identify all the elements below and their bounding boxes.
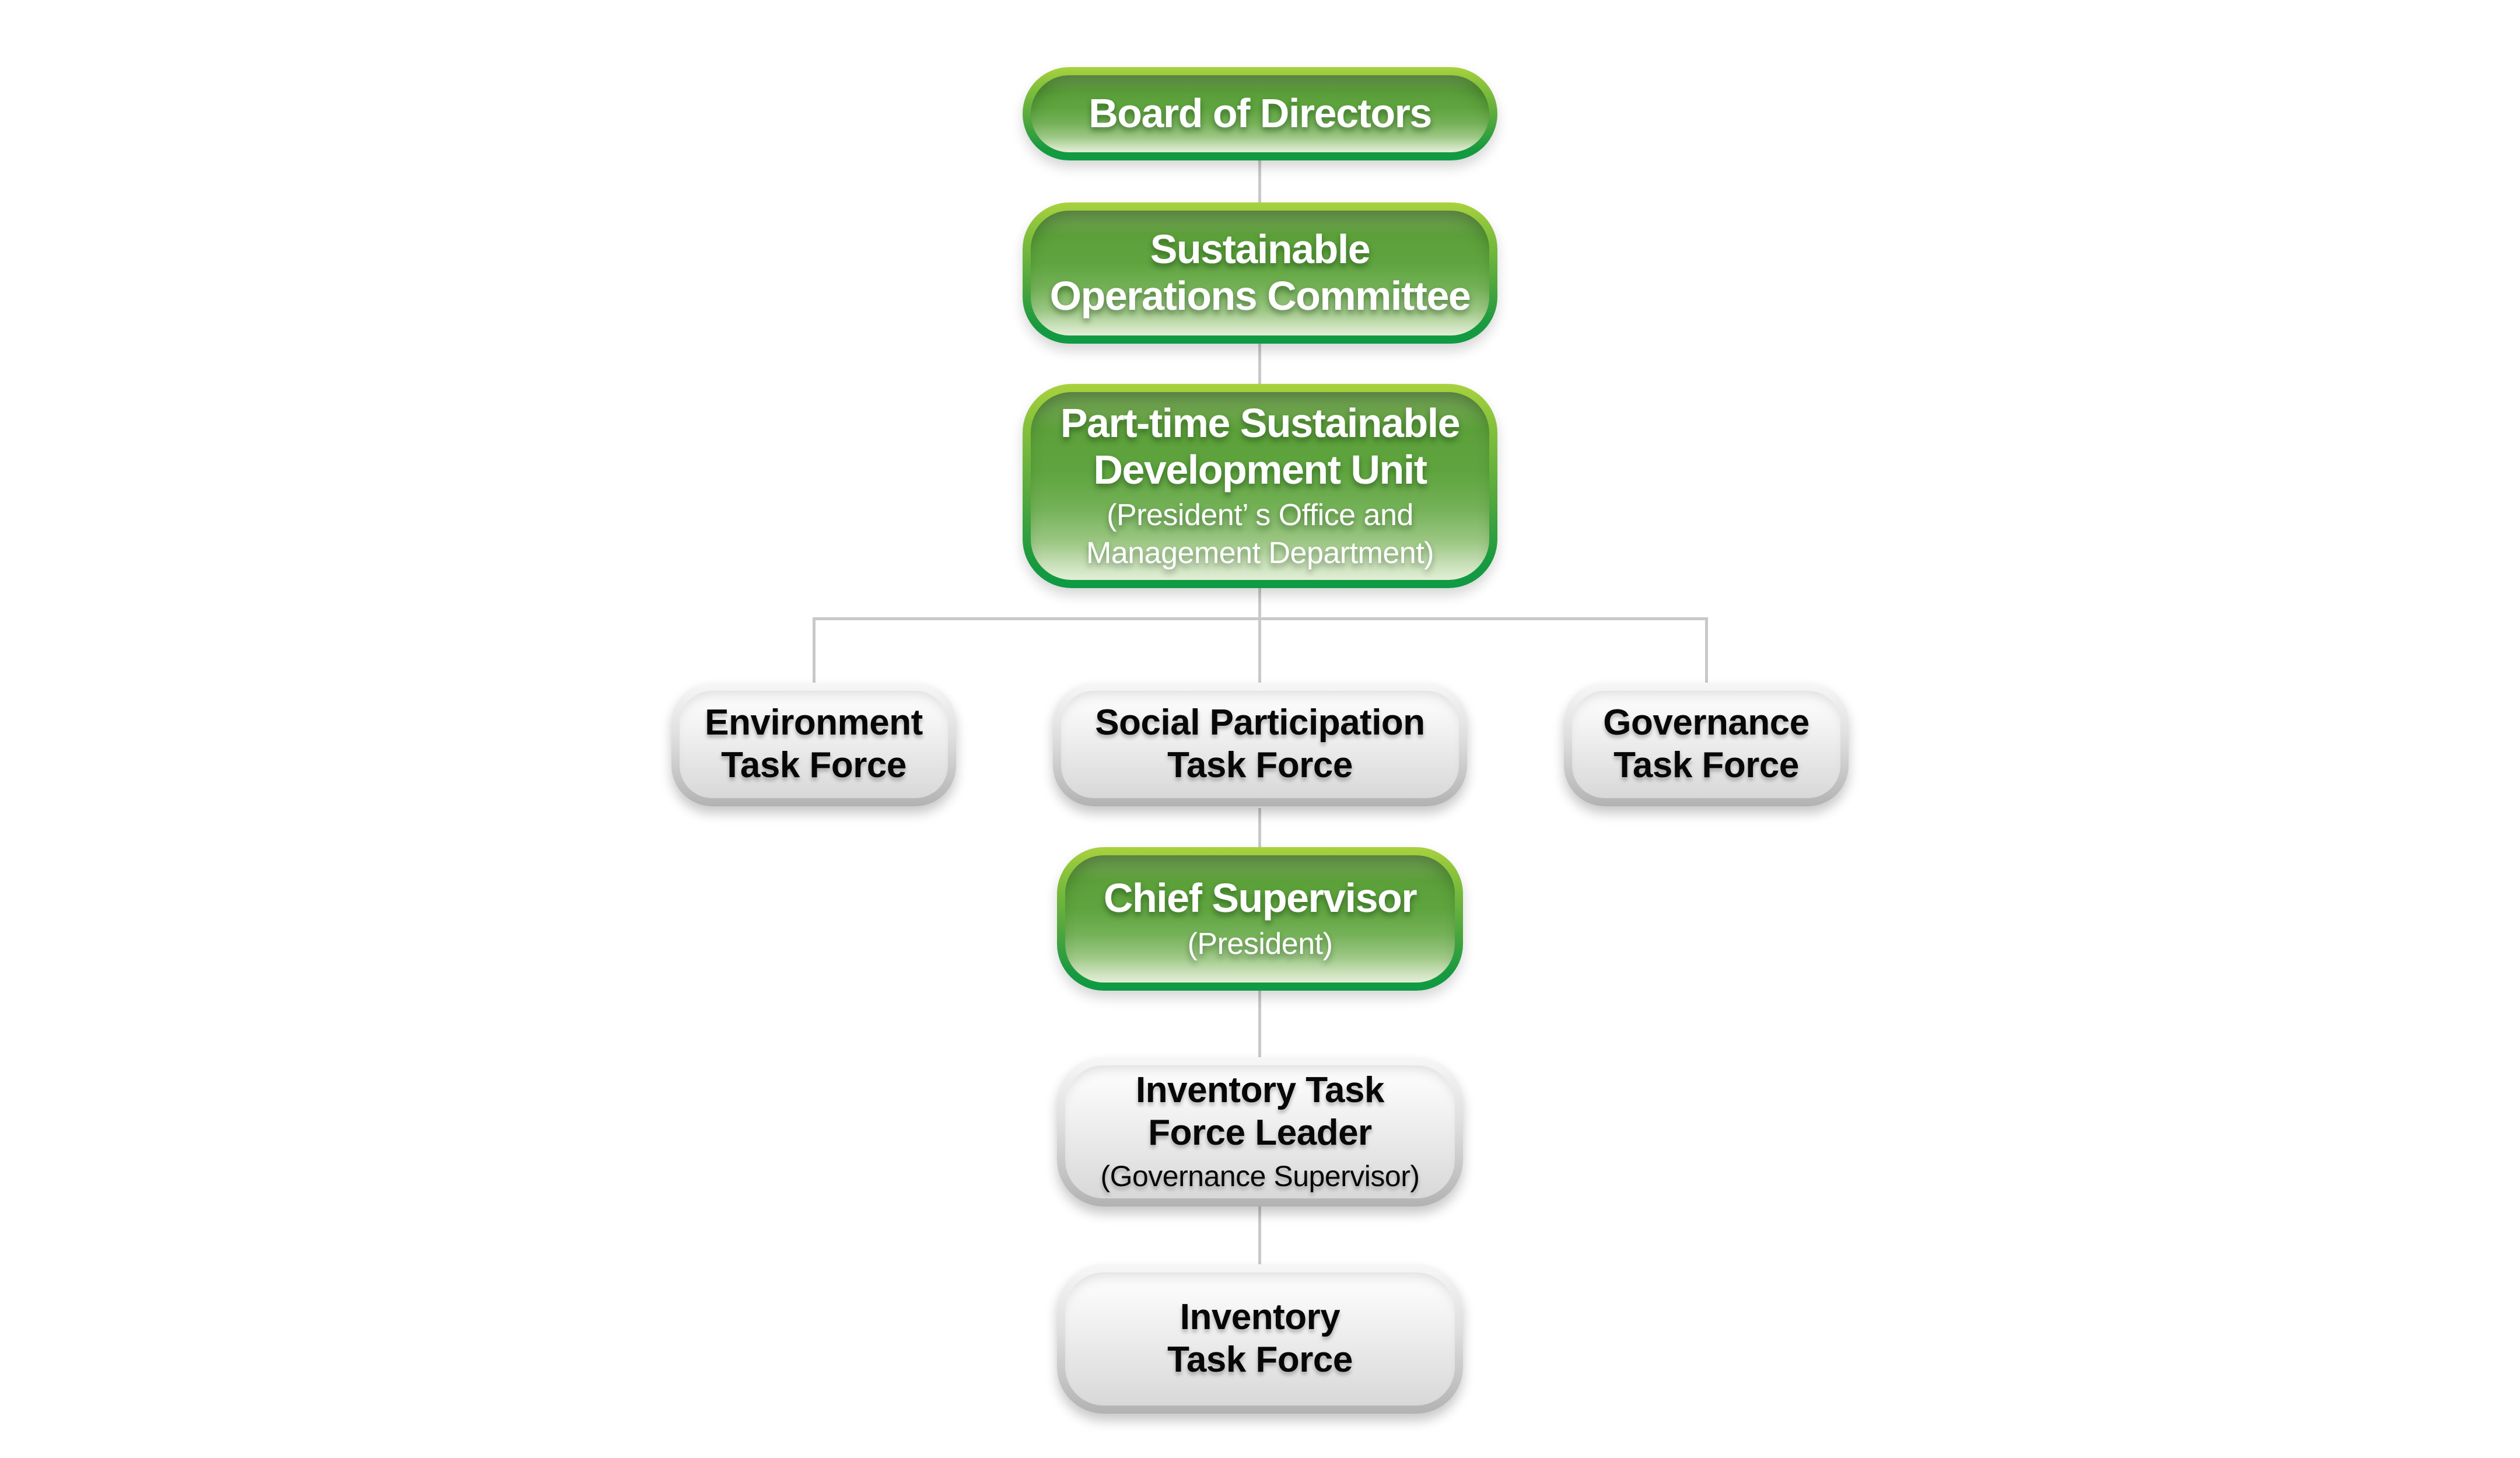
node-environment-task-force: Environment Task Force [671,683,956,806]
node-part-time-sustainable-development-unit-inner: Part-time Sustainable Development Unit (… [1031,392,1489,580]
node-governance-task-force: Governance Task Force [1564,683,1849,806]
node-inventory-task-force: Inventory Task Force [1057,1264,1463,1414]
inventory-task-force-label-line-1: Inventory [1180,1297,1340,1338]
node-board-of-directors: Board of Directors [1023,67,1497,160]
node-inventory-task-force-inner: Inventory Task Force [1065,1272,1455,1405]
unit-sublabel-line-2: Management Department) [1086,536,1434,570]
connector-drop-social [1258,617,1261,683]
connector-chief-to-leader [1258,991,1261,1057]
node-sustainable-operations-committee-inner: Sustainable Operations Committee [1031,211,1489,335]
connector-drop-governance [1705,617,1708,683]
node-chief-supervisor-inner: Chief Supervisor (President) [1065,855,1455,983]
governance-label-line-1: Governance [1603,702,1810,743]
node-social-participation-task-force-inner: Social Participation Task Force [1061,691,1459,798]
inventory-leader-label-line-1: Inventory Task [1135,1070,1385,1111]
chief-supervisor-sublabel: (President) [1187,926,1333,961]
environment-label-line-1: Environment [705,702,923,743]
node-governance-task-force-inner: Governance Task Force [1572,691,1840,798]
node-chief-supervisor: Chief Supervisor (President) [1057,847,1463,991]
inventory-leader-sublabel: (Governance Supervisor) [1100,1159,1420,1193]
governance-label-line-2: Task Force [1614,745,1799,785]
node-inventory-task-force-leader: Inventory Task Force Leader (Governance … [1057,1057,1463,1207]
connector-social-to-chief [1258,808,1261,849]
unit-sublabel-line-1: (President’ s Office and [1107,498,1413,533]
connector-board-to-committee [1258,160,1261,202]
inventory-leader-label-line-2: Force Leader [1148,1113,1372,1153]
node-board-of-directors-inner: Board of Directors [1031,75,1489,152]
unit-label-line-2: Development Unit [1093,446,1427,492]
committee-label-line-1: Sustainable [1150,226,1371,272]
board-of-directors-label: Board of Directors [1088,90,1432,137]
connector-drop-environment [813,617,816,683]
unit-label-line-1: Part-time Sustainable [1060,400,1461,446]
node-environment-task-force-inner: Environment Task Force [680,691,948,798]
environment-label-line-2: Task Force [721,745,907,785]
inventory-task-force-label-line-2: Task Force [1167,1340,1353,1380]
social-participation-label-line-2: Task Force [1167,745,1353,785]
node-part-time-sustainable-development-unit: Part-time Sustainable Development Unit (… [1023,384,1497,588]
chief-supervisor-label: Chief Supervisor [1103,875,1418,921]
node-sustainable-operations-committee: Sustainable Operations Committee [1023,202,1497,344]
social-participation-label-line-1: Social Participation [1095,702,1425,743]
connector-unit-to-branch [1258,588,1261,618]
connector-leader-to-inventory [1258,1207,1261,1264]
connector-committee-to-unit [1258,344,1261,384]
node-inventory-task-force-leader-inner: Inventory Task Force Leader (Governance … [1065,1065,1455,1198]
node-social-participation-task-force: Social Participation Task Force [1053,683,1467,806]
committee-label-line-2: Operations Committee [1049,273,1471,319]
